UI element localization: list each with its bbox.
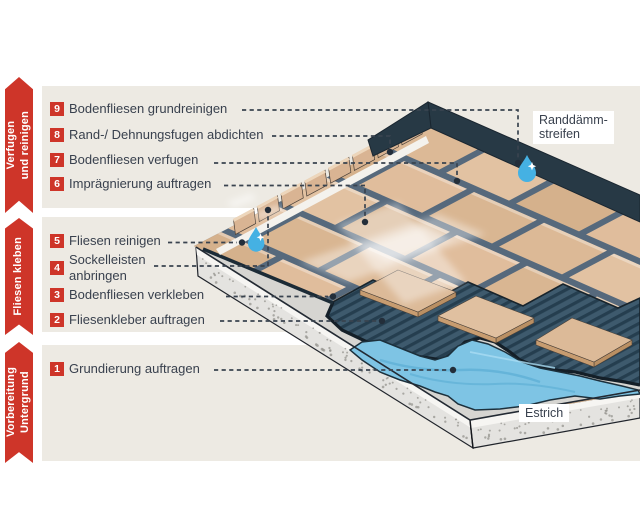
step-label: Rand-/ Dehnungsfugen abdichten	[69, 127, 264, 142]
section-ribbon-vorbereitung: Vorbereitung Untergrund	[5, 342, 33, 463]
step-label: Fliesen reinigen	[69, 233, 161, 248]
step-number-badge: 3	[50, 287, 64, 302]
step-number-badge: 8	[50, 127, 64, 142]
section-ribbon-label: Vorbereitung Untergrund	[5, 367, 31, 438]
step-number-badge: 2	[50, 312, 64, 327]
step-row-9: 9 Bodenfliesen grundreinigen	[50, 101, 227, 117]
step-number-badge: 4	[50, 260, 64, 275]
section-ribbon-label: Fliesen kleben	[12, 237, 25, 316]
screed-annotation: Estrich	[519, 404, 570, 423]
step-row-6: 6 Imprägnierung auftragen	[50, 176, 211, 192]
step-label: Imprägnierung auftragen	[69, 176, 212, 191]
step-label: Grundierung auftragen	[69, 361, 200, 376]
edge-strip-annotation: Randdämm- streifen	[533, 111, 614, 144]
step-row-8: 8 Rand-/ Dehnungsfugen abdichten	[50, 127, 263, 143]
step-row-3: 3 Bodenfliesen verkleben	[50, 287, 204, 303]
step-row-1: 1 Grundierung auftragen	[50, 361, 200, 377]
step-number-badge: 1	[50, 361, 64, 376]
step-number-badge: 7	[50, 152, 64, 167]
step-number-badge: 6	[50, 176, 64, 191]
step-row-2: 2 Fliesenkleber auftragen	[50, 312, 205, 328]
step-label: Sockelleisten anbringen	[69, 252, 146, 283]
step-number-badge: 5	[50, 233, 64, 248]
step-row-7: 7 Bodenfliesen verfugen	[50, 152, 198, 168]
section-ribbon-kleben: Fliesen kleben	[5, 218, 33, 335]
step-label: Bodenfliesen verfugen	[69, 152, 199, 167]
step-number-badge: 9	[50, 101, 64, 116]
section-ribbon-label: Verfugen und reinigen	[5, 110, 31, 180]
step-row-4: 4 Sockelleisten anbringen	[50, 252, 146, 284]
step-label: Fliesenkleber auftragen	[69, 312, 205, 327]
step-label: Bodenfliesen grundreinigen	[69, 101, 228, 116]
step-row-5: 5 Fliesen reinigen	[50, 233, 161, 249]
step-label: Bodenfliesen verkleben	[69, 287, 205, 302]
section-ribbon-verfugen: Verfugen und reinigen	[5, 77, 33, 213]
